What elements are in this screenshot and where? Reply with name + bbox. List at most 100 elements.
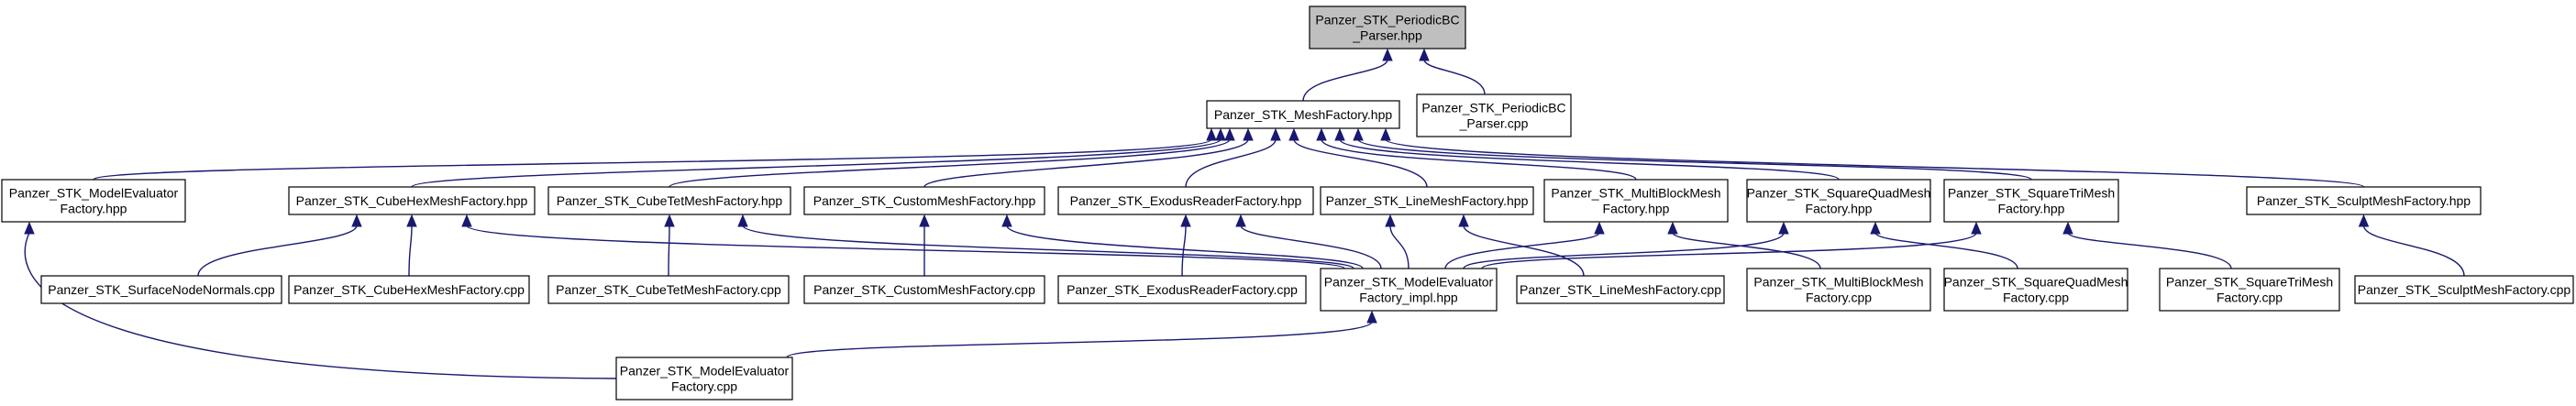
node-cubetet_hpp[interactable]: Panzer_STK_CubeTetMeshFactory.hpp [547,186,791,215]
node-cubehex_cpp[interactable]: Panzer_STK_CubeHexMeshFactory.cpp [288,275,530,304]
node-cubetet_cpp[interactable]: Panzer_STK_CubeTetMeshFactory.cpp [547,275,790,304]
edge-exodus_cpp-to-exodus_hpp [1181,225,1187,277]
arrowhead-modelevaluator_factory_cpp-to-modelevaluator_factory_hpp [24,221,35,235]
node-label: Panzer_STK_ExodusReaderFactory.hpp [1070,193,1302,208]
node-label: Panzer_STK_SquareQuadMesh [1944,275,2128,290]
arrowhead-squaretri_hpp-to-meshfactory_hpp [1353,127,1364,141]
arrowhead-exodus_cpp-to-exodus_hpp [1180,214,1191,227]
arrowhead-meshfactory_hpp-to-periodicbc_parser_hpp [1382,48,1393,61]
edge-modelevaluator_factory_cpp-to-modelevaluator_factory_hpp [24,232,617,379]
node-box [1057,186,1314,215]
edge-modelevaluator_factory_cpp-to-modelevaluator_impl_hpp [786,321,1373,358]
node-label: Factory.cpp [2217,291,2283,305]
node-label: Panzer_STK_PeriodicBC [1315,13,1459,27]
node-sculpt_cpp[interactable]: Panzer_STK_SculptMeshFactory.cpp [2354,275,2574,304]
arrowhead-sculpt_cpp-to-sculpt_hpp [2358,214,2370,227]
node-custom_cpp[interactable]: Panzer_STK_CustomMeshFactory.cpp [803,275,1045,304]
node-periodicbc_parser_cpp[interactable]: Panzer_STK_PeriodicBC_Parser.cpp [1416,93,1572,137]
node-label: Factory.hpp [1806,202,1873,216]
node-box [1543,179,1729,223]
edge-squaretri_hpp-to-meshfactory_hpp [1357,138,2032,181]
edge-squarequad_cpp-to-squarequad_hpp [1874,232,2018,269]
nodes-layer: Panzer_STK_PeriodicBC_Parser.hppPanzer_S… [1,5,2574,401]
node-label: Panzer_STK_MeshFactory.hpp [1214,107,1392,122]
node-surfacenode_cpp[interactable]: Panzer_STK_SurfaceNodeNormals.cpp [40,275,282,304]
edge-exodus_hpp-to-meshfactory_hpp [1185,138,1277,188]
node-label: Panzer_STK_CustomMeshFactory.cpp [813,282,1035,297]
node-label: Factory.hpp [1603,202,1670,216]
node-meshfactory_hpp[interactable]: Panzer_STK_MeshFactory.hpp [1206,100,1400,129]
arrowhead-modelevaluator_factory_hpp-to-meshfactory_hpp [1206,127,1217,141]
node-exodus_cpp[interactable]: Panzer_STK_ExodusReaderFactory.cpp [1057,275,1307,304]
edge-modelevaluator_impl_hpp-to-cubetet_hpp [742,225,1354,269]
arrowhead-sculpt_hpp-to-meshfactory_hpp [1380,127,1391,141]
node-label: Panzer_STK_PeriodicBC [1421,101,1565,115]
node-label: Factory.cpp [2003,291,2069,305]
node-label: Panzer_STK_CubeHexMeshFactory.cpp [293,282,525,297]
edge-custom_hpp-to-meshfactory_hpp [923,138,1249,188]
node-box [1309,5,1466,49]
node-exodus_hpp[interactable]: Panzer_STK_ExodusReaderFactory.hpp [1057,186,1314,215]
node-label: Panzer_STK_CubeHexMeshFactory.hpp [296,193,528,208]
arrowhead-custom_hpp-to-meshfactory_hpp [1243,127,1254,141]
node-box [547,275,790,304]
edges-layer [24,48,2465,379]
node-label: Panzer_STK_MultiBlockMesh [1551,186,1720,201]
edge-modelevaluator_impl_hpp-to-squaretri_hpp [1481,232,1977,269]
node-label: Panzer_STK_SculptMeshFactory.hpp [2257,193,2471,208]
arrowhead-modelevaluator_impl_hpp-to-squarequad_hpp [1778,221,1789,235]
node-label: Factory_impl.hpp [1359,291,1458,305]
node-label: Panzer_STK_SquareTriMesh [2166,275,2333,290]
node-label: Panzer_STK_SurfaceNodeNormals.cpp [48,282,275,297]
node-box [1943,268,2128,312]
node-custom_hpp[interactable]: Panzer_STK_CustomMeshFactory.hpp [803,186,1045,215]
node-box [40,275,282,304]
node-box [288,275,530,304]
node-line_cpp[interactable]: Panzer_STK_LineMeshFactory.cpp [1516,275,1725,304]
arrowhead-modelevaluator_impl_hpp-to-custom_hpp [1001,214,1012,227]
edge-sculpt_cpp-to-sculpt_hpp [2362,225,2465,277]
arrowhead-cubetet_cpp-to-cubetet_hpp [664,214,675,227]
edge-modelevaluator_impl_hpp-to-multiblock_hpp [1444,232,1600,269]
node-line_hpp[interactable]: Panzer_STK_LineMeshFactory.hpp [1320,186,1534,215]
node-modelevaluator_impl_hpp[interactable]: Panzer_STK_ModelEvaluatorFactory_impl.hp… [1320,268,1498,312]
edge-modelevaluator_impl_hpp-to-squarequad_hpp [1463,232,1785,269]
node-box [615,357,793,401]
node-box [1746,268,1931,312]
node-box [1057,275,1307,304]
arrowhead-modelevaluator_impl_hpp-to-cubetet_hpp [737,214,748,227]
arrowhead-modelevaluator_impl_hpp-to-exodus_hpp [1235,214,1246,227]
arrowhead-multiblock_cpp-to-multiblock_hpp [1667,221,1678,235]
node-sculpt_hpp[interactable]: Panzer_STK_SculptMeshFactory.hpp [2246,186,2482,215]
node-box [1516,275,1725,304]
node-label: Factory.hpp [1998,202,2065,216]
node-cubehex_hpp[interactable]: Panzer_STK_CubeHexMeshFactory.hpp [288,186,536,215]
node-label: Panzer_STK_ExodusReaderFactory.cpp [1067,282,1298,297]
edge-cubehex_hpp-to-meshfactory_hpp [411,138,1222,188]
node-periodicbc_parser_hpp[interactable]: Panzer_STK_PeriodicBC_Parser.hpp [1309,5,1466,49]
edge-sculpt_hpp-to-meshfactory_hpp [1385,138,2365,188]
edge-squarequad_hpp-to-meshfactory_hpp [1339,138,1840,181]
node-label: Panzer_STK_SquareTriMesh [1948,186,2115,201]
edge-cubetet_hpp-to-meshfactory_hpp [669,138,1231,188]
node-box [547,186,791,215]
edge-line_hpp-to-meshfactory_hpp [1293,138,1428,188]
node-label: Panzer_STK_MultiBlockMesh [1753,275,1923,290]
node-label: Panzer_STK_SquareQuadMesh [1747,186,1931,201]
edge-cubehex_cpp-to-cubehex_hpp [408,225,413,277]
edge-multiblock_cpp-to-multiblock_hpp [1672,232,1821,269]
edge-modelevaluator_impl_hpp-to-custom_hpp [1006,225,1364,269]
arrowhead-cubetet_hpp-to-meshfactory_hpp [1224,127,1235,141]
arrowhead-modelevaluator_factory_cpp-to-modelevaluator_impl_hpp [1366,310,1377,324]
arrowhead-squarequad_hpp-to-meshfactory_hpp [1334,127,1345,141]
arrowhead-line_hpp-to-meshfactory_hpp [1288,127,1299,141]
